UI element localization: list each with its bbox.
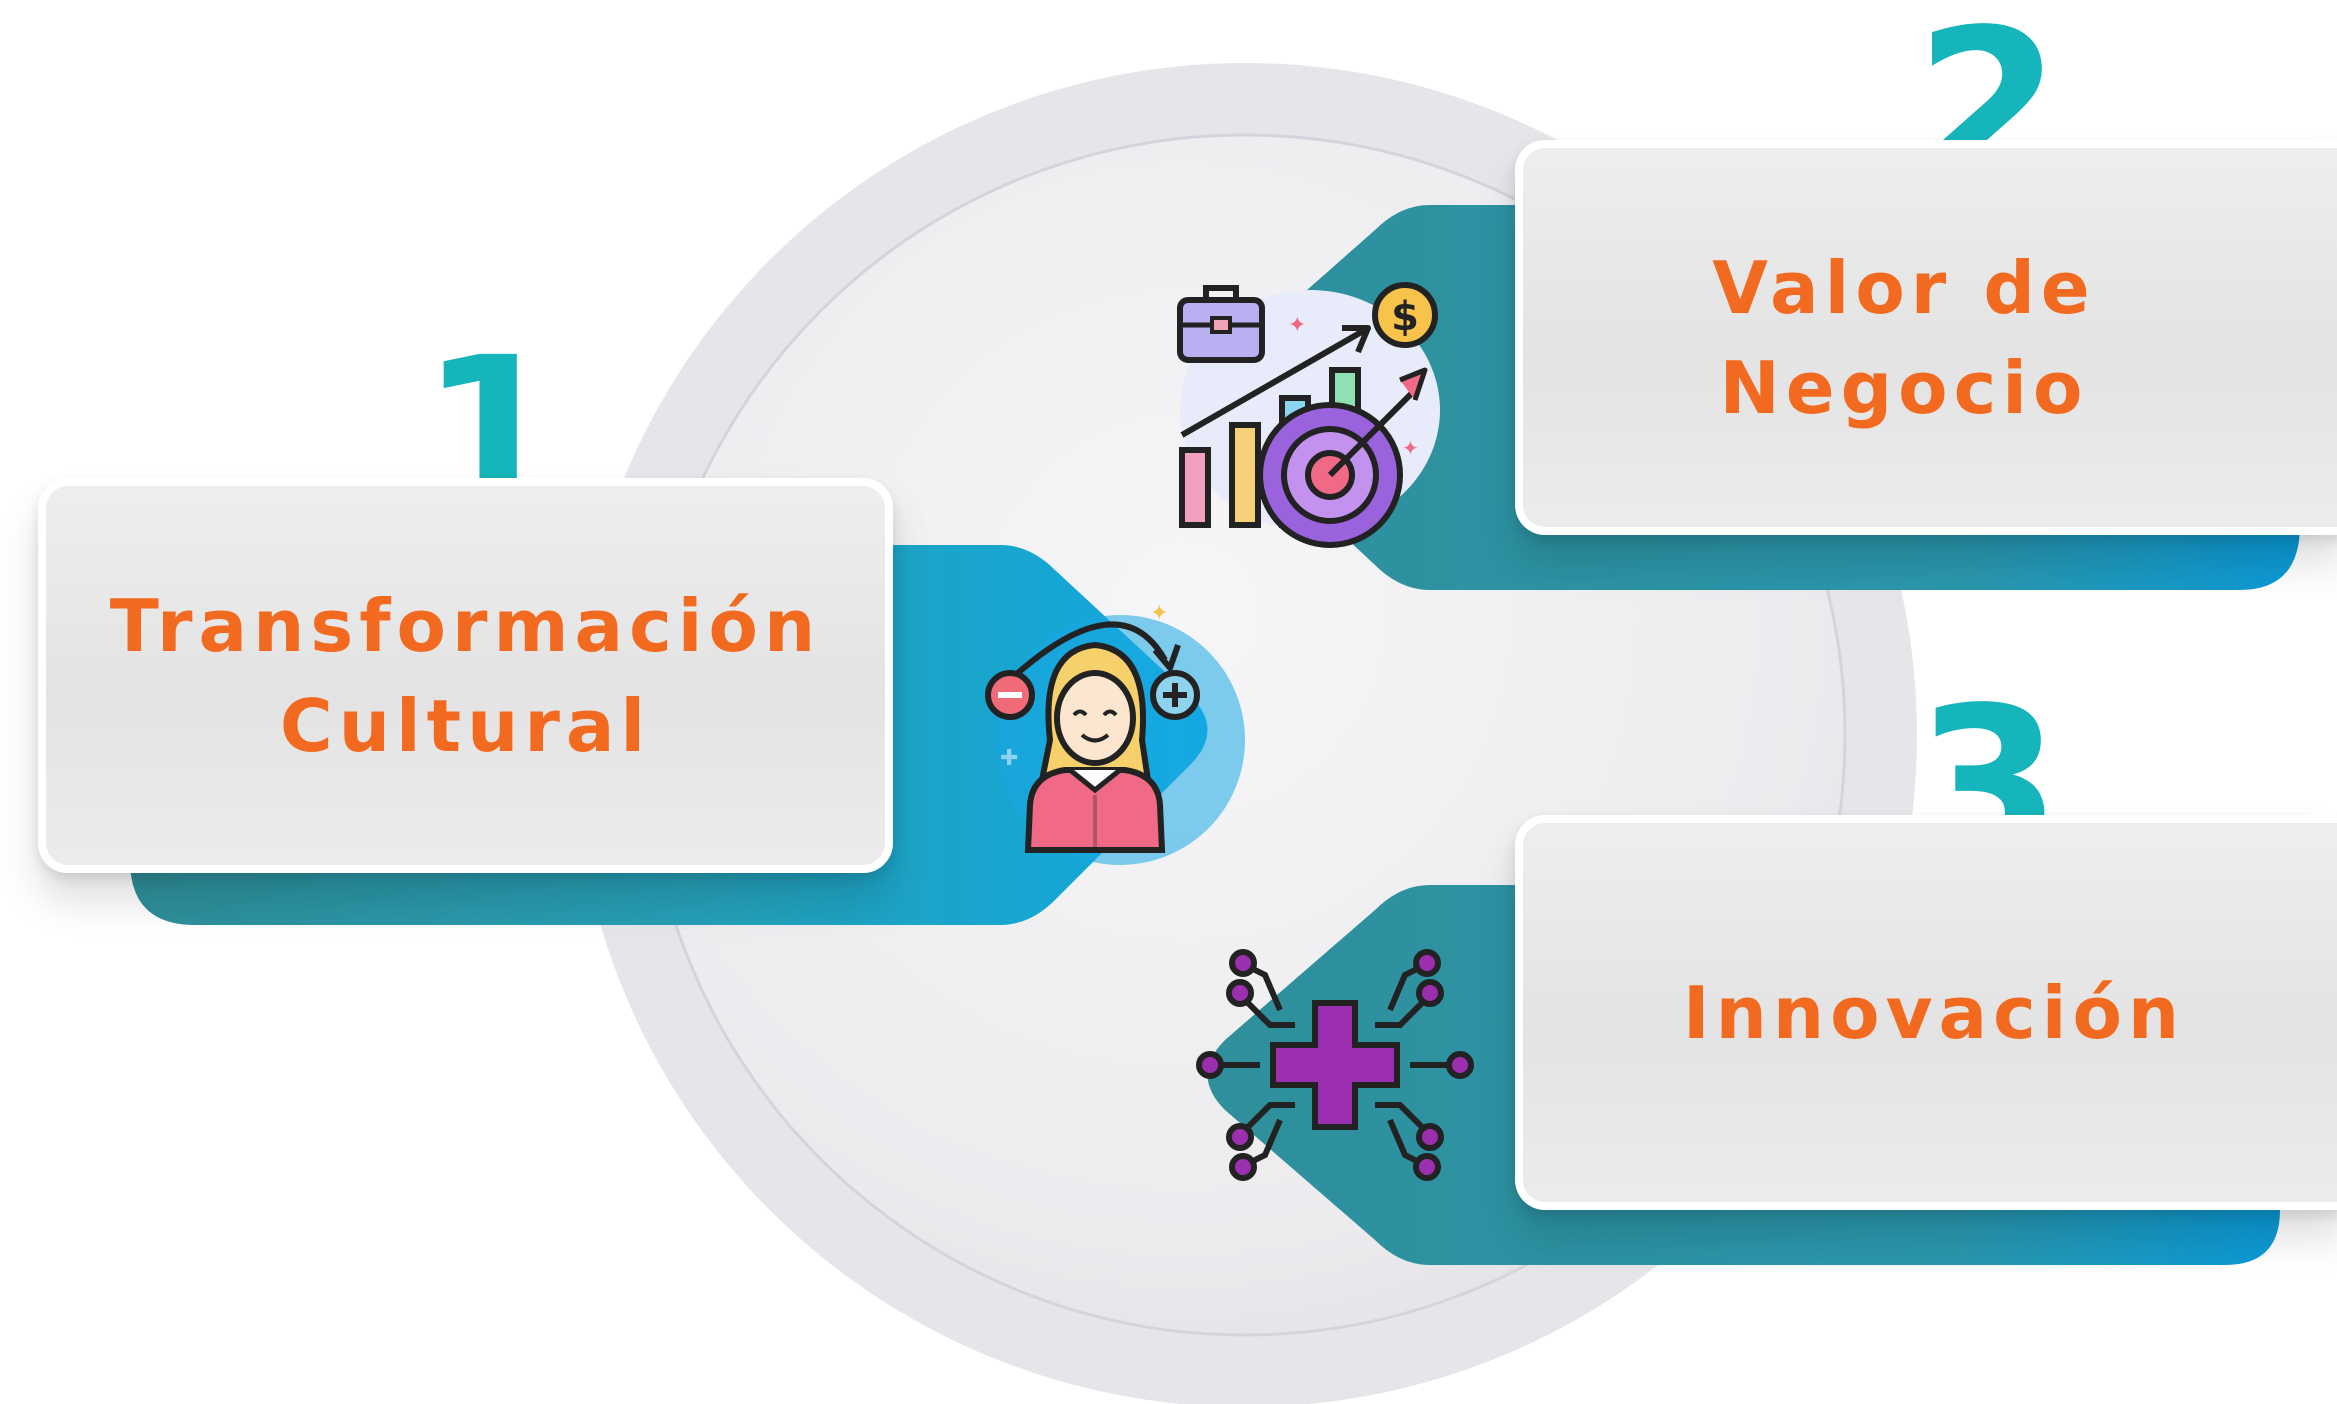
innovation-circuit-icon — [1196, 949, 1474, 1181]
step-card-3-label: Innovación — [1683, 963, 2185, 1063]
svg-text:✦: ✦ — [1150, 601, 1168, 626]
step-card-2-line2: Negocio — [1719, 345, 2089, 430]
step-card-1-line2: Cultural — [279, 683, 652, 768]
step-card-1-label: Transformación Cultural — [110, 576, 821, 776]
step-card-2-line1: Valor de — [1712, 245, 2096, 330]
step-card-2-label: Valor de Negocio — [1712, 238, 2095, 438]
step-card-3: Innovación — [1515, 815, 2337, 1210]
step-card-2: Valor de Negocio — [1515, 140, 2337, 535]
svg-text:✚: ✚ — [1000, 746, 1018, 771]
step-card-1: Transformación Cultural — [38, 478, 893, 873]
svg-text:✦: ✦ — [1288, 313, 1306, 338]
svg-text:$: $ — [1391, 294, 1419, 340]
svg-text:✦: ✦ — [1402, 436, 1419, 460]
step-card-3-line1: Innovación — [1682, 970, 2186, 1055]
business-growth-icon: $ ✦ ✦ — [1177, 282, 1440, 548]
person-change-icon: ✦ ✚ — [985, 601, 1245, 865]
step-card-1-line1: Transformación — [109, 583, 822, 668]
